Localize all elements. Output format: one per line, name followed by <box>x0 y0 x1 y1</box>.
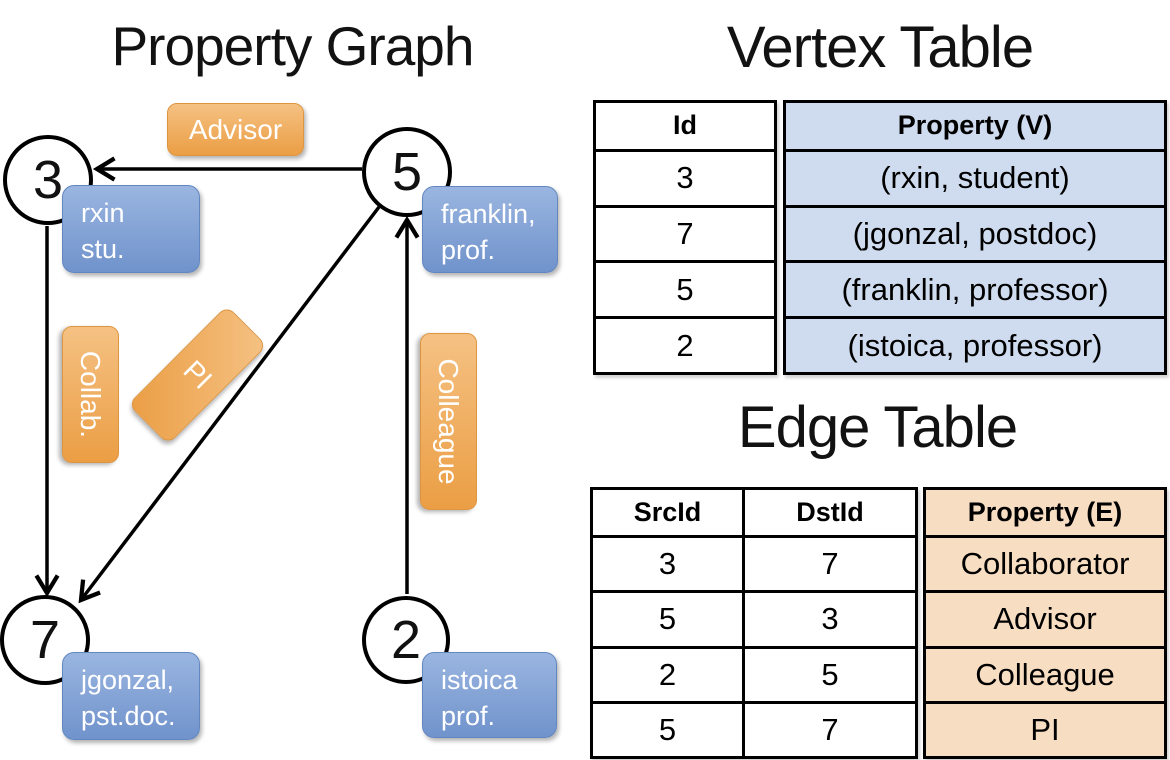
edge-table-srcid-cell: 3 <box>590 535 745 594</box>
vertex-table-title: Vertex Table <box>726 15 1034 80</box>
vertex-property-box-2: istoica prof. <box>422 652 557 738</box>
vertex-table-id-cell: 7 <box>593 204 777 264</box>
edge-table-title: Edge Table <box>737 395 1018 460</box>
edge-label-collab-text: Collab. <box>75 350 107 439</box>
edge-5-to-7-pi <box>78 205 381 604</box>
vertex-table-property-cell: (franklin, professor) <box>783 260 1167 320</box>
edge-table-dstid-cell: 3 <box>742 590 918 649</box>
vertex-property-7-line1: jgonzal, <box>81 665 175 695</box>
edge-table-dstid-header: DstId <box>742 486 918 539</box>
vertex-table-property-header: Property (V) <box>783 100 1167 152</box>
vertex-table-property-cell: (istoica, professor) <box>783 316 1167 375</box>
vertex-property-box-7: jgonzal, pst.doc. <box>62 652 200 740</box>
vertex-table-id-cell: 2 <box>593 316 777 375</box>
vertex-property-2-line1: istoica <box>441 665 518 695</box>
edge-table-property-cell: Advisor <box>923 590 1167 649</box>
edge-table-srcid-cell: 2 <box>590 645 745 704</box>
vertex-property-3-line1: rxin <box>81 198 125 228</box>
vertex-property-box-5: franklin, prof. <box>422 186 558 273</box>
vertex-property-box-3: rxin stu. <box>62 185 200 273</box>
vertex-node-2: 2 <box>362 596 450 684</box>
edge-table-dstid-cell: 7 <box>742 535 918 594</box>
edge-label-colleague: Colleague <box>420 333 477 510</box>
vertex-table-property-column: Property (V) (rxin, student) (jgonzal, p… <box>783 100 1167 375</box>
vertex-table-id-column: Id 3 7 5 2 <box>593 100 777 375</box>
vertex-property-3-line2: stu. <box>81 234 125 265</box>
vertex-node-5-id: 5 <box>391 142 423 202</box>
graph-edges-canvas <box>34 156 420 604</box>
edge-table-id-columns: SrcId DstId 3 7 5 3 2 5 5 7 <box>590 486 918 760</box>
edge-table-property-cell: PI <box>923 700 1167 760</box>
vertex-node-5: 5 <box>362 127 452 217</box>
edge-table-property-column: Property (E) Collaborator Advisor Collea… <box>923 486 1167 760</box>
vertex-property-5-line1: franklin, <box>441 199 536 229</box>
edge-label-collab: Collab. <box>62 326 119 463</box>
property-graph-panel: Property Graph 3 5 7 2 Advisor <box>0 15 558 740</box>
vertex-table-id-header: Id <box>593 100 777 152</box>
edge-label-advisor: Advisor <box>167 103 304 156</box>
vertex-table-id-cell: 5 <box>593 260 777 320</box>
vertex-property-2-line2: prof. <box>441 701 496 732</box>
edge-table-srcid-cell: 5 <box>590 700 745 760</box>
edge-table-property-header: Property (E) <box>923 486 1167 539</box>
edge-table-srcid-header: SrcId <box>590 486 745 539</box>
edge-table-dstid-cell: 5 <box>742 645 918 704</box>
edge-label-colleague-text: Colleague <box>433 358 465 485</box>
edge-label-pi-text: PI <box>177 354 219 395</box>
vertex-node-3-id: 3 <box>32 150 64 210</box>
property-graph-title: Property Graph <box>111 15 474 77</box>
edge-table-dstid-cell: 7 <box>742 700 918 760</box>
edge-table-property-cell: Colleague <box>923 645 1167 704</box>
edge-table-srcid-cell: 5 <box>590 590 745 649</box>
vertex-table-property-cell: (jgonzal, postdoc) <box>783 204 1167 264</box>
vertex-table-id-cell: 3 <box>593 148 777 208</box>
vertex-property-7-line2: pst.doc. <box>81 701 176 732</box>
vertex-table-property-cell: (rxin, student) <box>783 148 1167 208</box>
edge-table-property-cell: Collaborator <box>923 535 1167 594</box>
vertex-node-7-id: 7 <box>29 610 61 670</box>
vertex-node-2-id: 2 <box>390 610 422 670</box>
vertex-property-5-line2: prof. <box>441 235 496 266</box>
edge-label-advisor-text: Advisor <box>188 113 283 145</box>
